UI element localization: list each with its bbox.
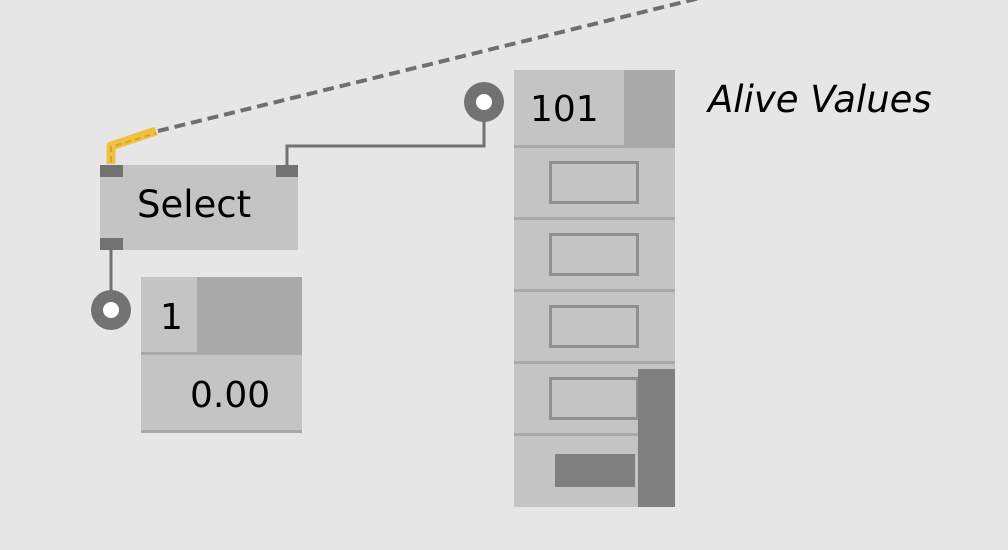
alive-value-toggle-on[interactable] <box>555 454 635 487</box>
index-iobox-divider <box>141 352 302 355</box>
dashed-link[interactable] <box>157 0 701 133</box>
link-alive-values-to-select[interactable] <box>285 103 486 166</box>
alive-values-scrollbar[interactable] <box>638 369 675 507</box>
index-connector-dot[interactable] <box>90 289 132 331</box>
alive-values-slice-count: 101 <box>530 89 599 130</box>
alive-values-row-divider <box>514 217 675 220</box>
index-iobox-bottom-edge <box>141 430 302 433</box>
alive-values-grab-area[interactable] <box>624 70 675 145</box>
alive-value-toggle[interactable] <box>549 233 639 276</box>
alive-values-row-divider <box>514 361 675 364</box>
select-node-label: Select <box>137 183 252 226</box>
index-iobox-value[interactable]: 0.00 <box>190 375 271 416</box>
select-output-pin[interactable] <box>100 238 123 250</box>
alive-values-connector-dot[interactable] <box>463 81 505 123</box>
alive-values-row-divider <box>514 433 675 436</box>
select-node[interactable] <box>100 165 298 250</box>
alive-value-toggle[interactable] <box>549 161 639 204</box>
select-input-pin-1[interactable] <box>100 165 123 177</box>
alive-values-header-divider <box>514 145 675 148</box>
alive-value-toggle[interactable] <box>549 377 639 420</box>
select-input-pin-2[interactable] <box>276 165 298 177</box>
alive-values-comment: Alive Values <box>708 78 932 121</box>
highlighted-link-dash <box>110 132 157 162</box>
alive-value-toggle[interactable] <box>549 305 639 348</box>
index-iobox-grab-area[interactable] <box>197 277 302 352</box>
index-iobox-slice-count: 1 <box>160 297 183 338</box>
alive-values-row-divider <box>514 289 675 292</box>
